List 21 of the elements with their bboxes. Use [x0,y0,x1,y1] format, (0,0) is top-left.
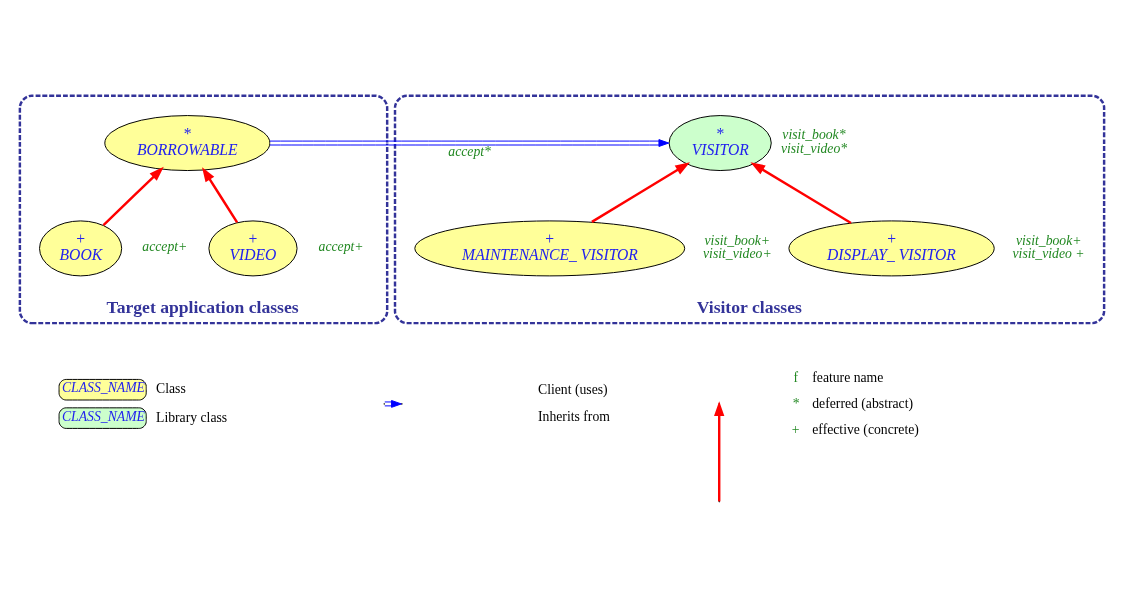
legend-label: Class [156,380,186,396]
node-label: visit_book* [782,126,846,142]
node-label: accept+ [142,238,188,254]
label: * [792,395,800,411]
label: + [791,421,800,437]
node-label: visit_book+ [1015,232,1082,248]
legend-label: Library class [156,409,228,425]
legend-label: effective (concrete) [812,421,919,437]
legend-label: deferred (abstract) [812,395,914,411]
label: f [793,369,799,385]
node-label: accept+ [318,238,364,254]
node-label: visit_video* [780,140,848,156]
legend-label: Inherits from [538,408,610,424]
node-label: visit_book+ [704,232,771,248]
node-label: visit_video + [1012,245,1085,261]
label: CLASS_NAME [62,408,145,424]
node-label: visit_video+ [703,245,772,261]
edge-label: accept* [448,143,491,159]
legend-label: feature name [812,369,884,385]
legend-label: Client (uses) [538,381,608,397]
label: CLASS_NAME [62,379,145,395]
